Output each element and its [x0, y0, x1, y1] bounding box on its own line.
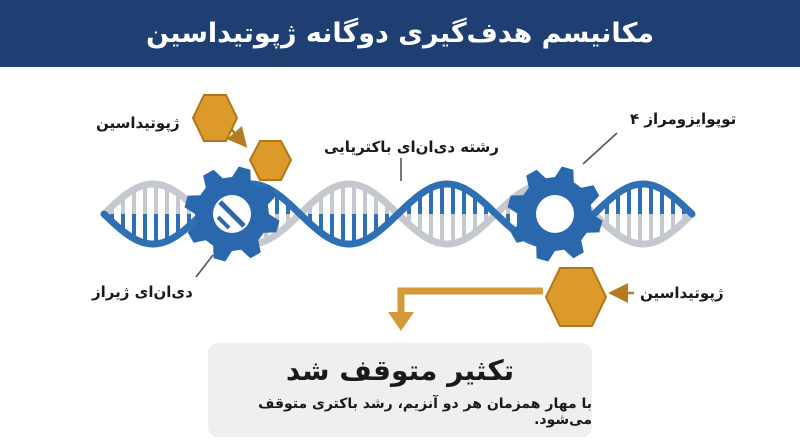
gepotidacin-label-top: ژپوتیداسین — [96, 114, 180, 132]
topoisomerase-label: توپوایزومراز ۴ — [630, 110, 737, 128]
bacterial-dna-label: رشته دی‌ان‌ای باکتریایی — [324, 138, 499, 156]
gear-icon — [184, 166, 280, 262]
dna-gyrase-label: دی‌ان‌ای ژیراز — [92, 283, 193, 301]
page-title: مکانیسم هدف‌گیری دوگانه ژپوتیداسین — [146, 18, 654, 49]
topoisomerase-pointer — [582, 132, 618, 165]
result-description: با مهار همزمان هر دو آنزیم، رشد باکتری م… — [258, 396, 592, 428]
hexagon-icon — [191, 94, 239, 142]
result-arrow — [397, 287, 543, 314]
gepotidacin-label-bottom: ژپوتیداسین — [640, 284, 724, 302]
arrow-icon — [226, 126, 248, 148]
gear-icon — [507, 166, 603, 262]
result-box: تکثیر متوقف شد با مهار همزمان هر دو آنزی… — [208, 343, 592, 437]
hexagon-icon — [544, 267, 608, 327]
result-title: تکثیر متوقف شد — [285, 354, 515, 387]
hexagon-icon — [248, 140, 293, 181]
gyrase-pointer — [195, 254, 214, 278]
header-banner: مکانیسم هدف‌گیری دوگانه ژپوتیداسین — [0, 0, 800, 67]
arrow-icon — [388, 312, 414, 331]
